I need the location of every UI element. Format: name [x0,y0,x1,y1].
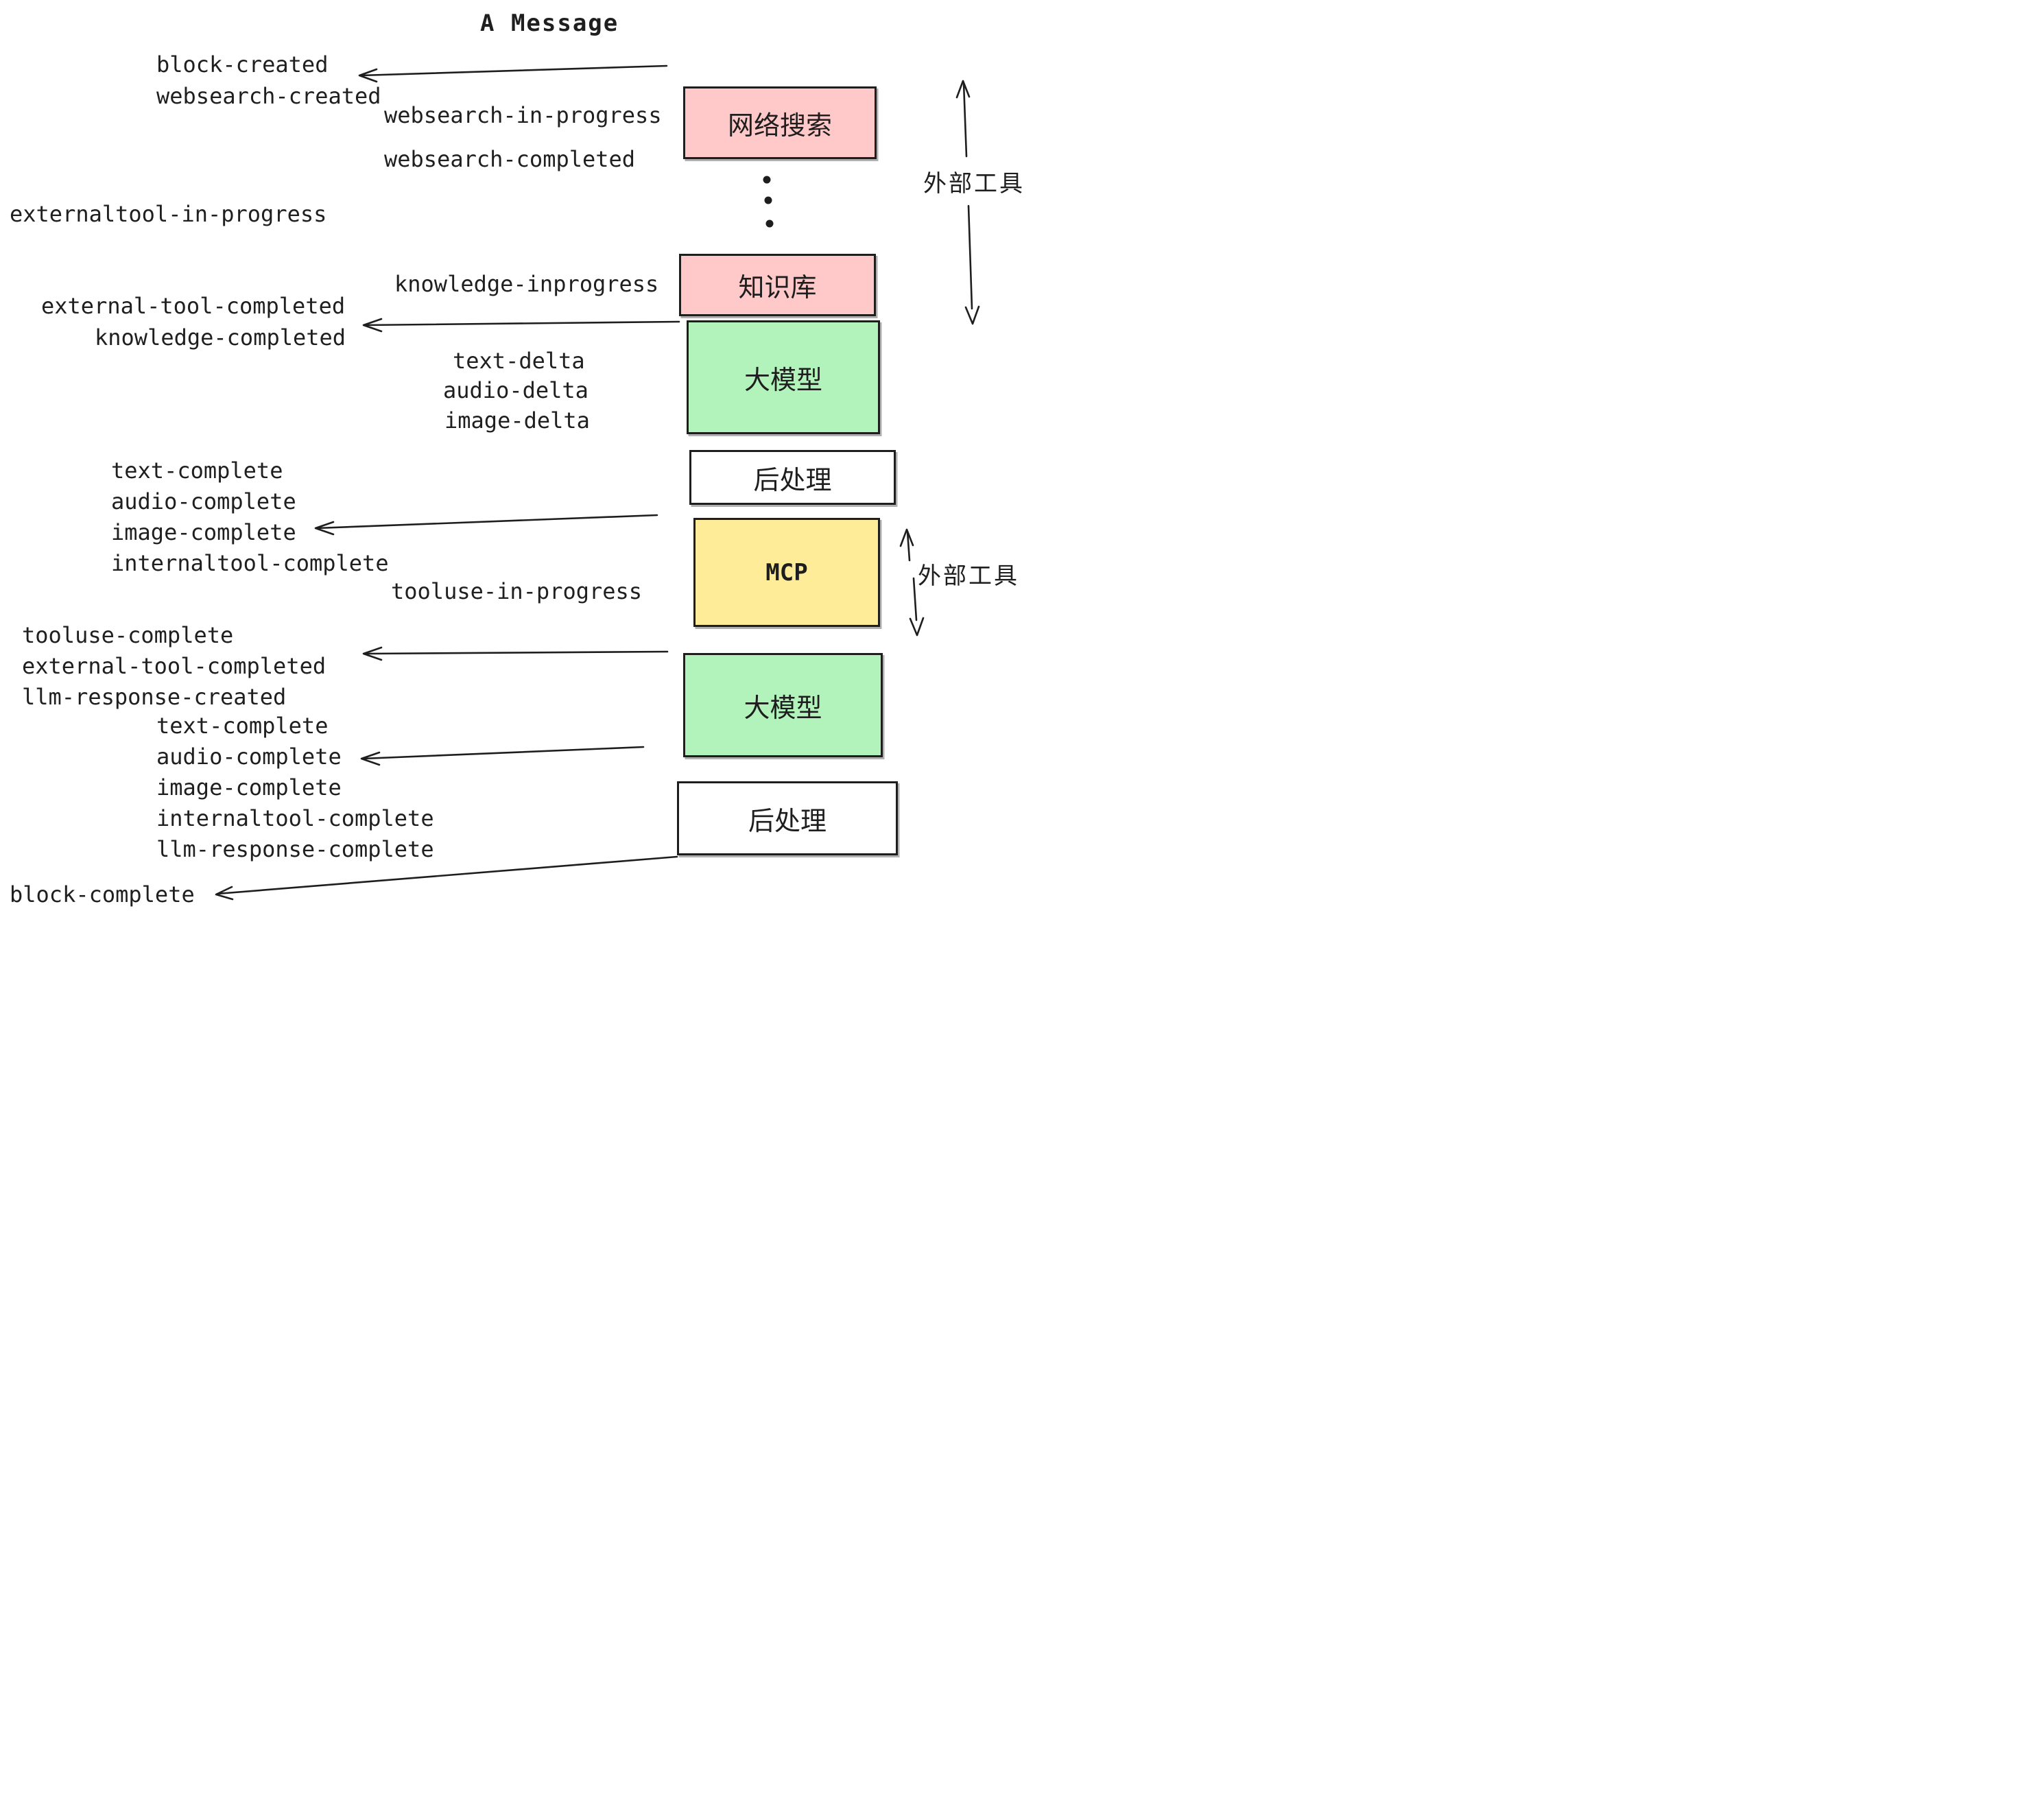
box-postprocess-1-label: 后处理 [753,464,832,495]
box-postprocess-1: 后处理 [689,450,896,505]
arrow-to-image-complete [314,514,658,536]
event-label-audio-delta: audio-delta [443,377,589,403]
event-label-text-delta: text-delta [453,348,585,374]
event-label-websearch-created: websearch-created [156,83,381,109]
event-label-image-complete-2: image-complete [156,774,342,800]
event-label-block-created: block-created [156,51,329,78]
event-label-image-delta: image-delta [444,407,590,434]
box-knowledge-base-label: 知识库 [738,272,817,302]
event-label-image-complete: image-complete [111,519,296,545]
diagram-canvas: A Message block-created websearch-create… [0,0,1022,912]
arrow-to-block-complete [215,855,678,901]
box-llm-1-label: 大模型 [744,364,822,395]
box-websearch-label: 网络搜索 [727,110,832,141]
event-label-internaltool-complete: internaltool-complete [111,550,389,576]
event-label-audio-complete-2: audio-complete [156,744,342,770]
arrow-to-websearch-created [358,64,668,83]
event-label-internaltool-complete-2: internaltool-complete [156,805,434,831]
double-arrow-external-tools-top [955,80,980,325]
box-llm-2: 大模型 [683,653,883,757]
event-label-audio-complete: audio-complete [111,488,296,514]
event-label-llm-response-created: llm-response-created [22,684,287,710]
event-label-text-complete: text-complete [111,458,283,484]
box-knowledge-base: 知识库 [679,254,876,316]
event-label-block-complete: block-complete [10,881,195,907]
arrow-to-audio-complete [360,746,645,766]
event-label-llm-response-complete: llm-response-complete [156,836,434,862]
box-postprocess-2-label: 后处理 [748,805,827,836]
event-label-websearch-in-progress: websearch-in-progress [384,102,662,128]
event-label-tooluse-complete: tooluse-complete [22,622,234,648]
event-label-websearch-completed: websearch-completed [384,146,636,172]
box-llm-1: 大模型 [687,320,880,434]
ellipsis-dots-icon [763,176,774,228]
event-label-external-tool-completed-2: external-tool-completed [22,653,326,679]
box-websearch: 网络搜索 [683,86,877,159]
event-label-knowledge-completed: knowledge-completed [95,324,346,351]
box-llm-2-label: 大模型 [744,692,822,723]
event-label-knowledge-inprogress: knowledge-inprogress [394,271,659,297]
box-mcp: MCP [693,518,880,627]
side-label-external-tools-top: 外部工具 [923,170,1022,198]
arrow-to-tooluse-complete [362,646,669,661]
box-postprocess-2: 后处理 [677,781,898,855]
diagram-title: A Message [480,10,619,37]
event-label-externaltool-in-progress: externaltool-in-progress [10,201,327,227]
side-label-external-tools-mcp: 外部工具 [918,562,1019,590]
arrow-to-knowledge-completed [362,318,680,333]
event-label-tooluse-in-progress: tooluse-in-progress [391,578,643,604]
box-mcp-label: MCP [765,558,808,586]
event-label-external-tool-completed: external-tool-completed [41,293,346,319]
event-label-text-complete-2: text-complete [156,713,329,739]
